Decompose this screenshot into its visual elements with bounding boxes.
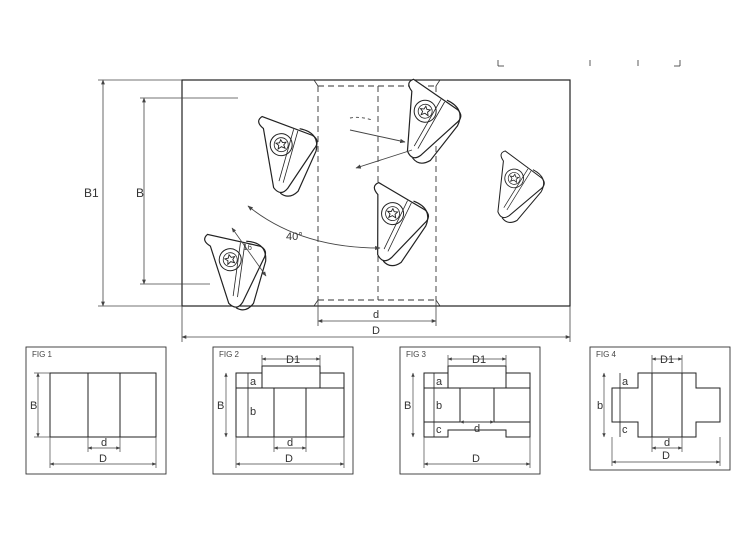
angle-label: 40°	[286, 231, 303, 243]
fig4-D: D	[662, 450, 670, 462]
dim-d-label: d	[373, 309, 379, 321]
figure-1: FIG 1 B d D	[25, 346, 167, 475]
fig4-b: b	[597, 400, 603, 412]
fig1-D: D	[99, 453, 107, 465]
fig3-D: D	[472, 453, 480, 465]
angle-dimension: 40°	[247, 205, 381, 251]
insert-top-center	[397, 78, 466, 169]
fig4-title: FIG 4	[596, 350, 617, 359]
dim-D	[181, 306, 571, 342]
insert-lower-left	[202, 221, 279, 316]
fig1-d: d	[101, 437, 107, 449]
fig3-b: b	[436, 400, 442, 412]
fig2-b: b	[250, 406, 256, 418]
dim-b1	[98, 79, 182, 307]
dim-D-label: D	[372, 325, 380, 337]
dim-16: 16	[231, 227, 267, 277]
figure-2: FIG 2 D1 B a b d D	[212, 346, 354, 475]
insert-upper-left	[257, 110, 324, 200]
insert-center	[368, 181, 432, 269]
fig3-c: c	[436, 424, 442, 436]
fig2-d: d	[287, 437, 293, 449]
fig1-title: FIG 1	[32, 350, 53, 359]
fig2-title: FIG 2	[219, 350, 240, 359]
fig3-B: B	[404, 400, 411, 412]
fig2-a: a	[250, 376, 257, 388]
dim-b-label: B	[136, 186, 144, 200]
dim-b1-label: B1	[84, 186, 99, 200]
fig3-a: a	[436, 376, 443, 388]
fig2-B: B	[217, 400, 224, 412]
fig2-D1: D1	[286, 354, 300, 366]
dim-b	[140, 97, 238, 285]
rotation-arrows	[349, 116, 413, 169]
figure-4: FIG 4 D1 a b c d D	[589, 346, 731, 471]
fig3-d: d	[474, 423, 480, 435]
top-corner-marks	[497, 60, 681, 67]
fig2-D: D	[285, 453, 293, 465]
fig4-a: a	[622, 376, 629, 388]
fig1-b: B	[30, 400, 37, 412]
dim-16-label: 16	[243, 243, 252, 252]
fig3-title: FIG 3	[406, 350, 427, 359]
fig4-D1: D1	[660, 354, 674, 366]
fig3-D1: D1	[472, 354, 486, 366]
dim-d	[317, 300, 437, 326]
fig4-d: d	[664, 437, 670, 449]
insert-right	[489, 149, 550, 228]
fig4-c: c	[622, 424, 628, 436]
figure-3: FIG 3 D1 B a b c d D	[399, 346, 541, 475]
